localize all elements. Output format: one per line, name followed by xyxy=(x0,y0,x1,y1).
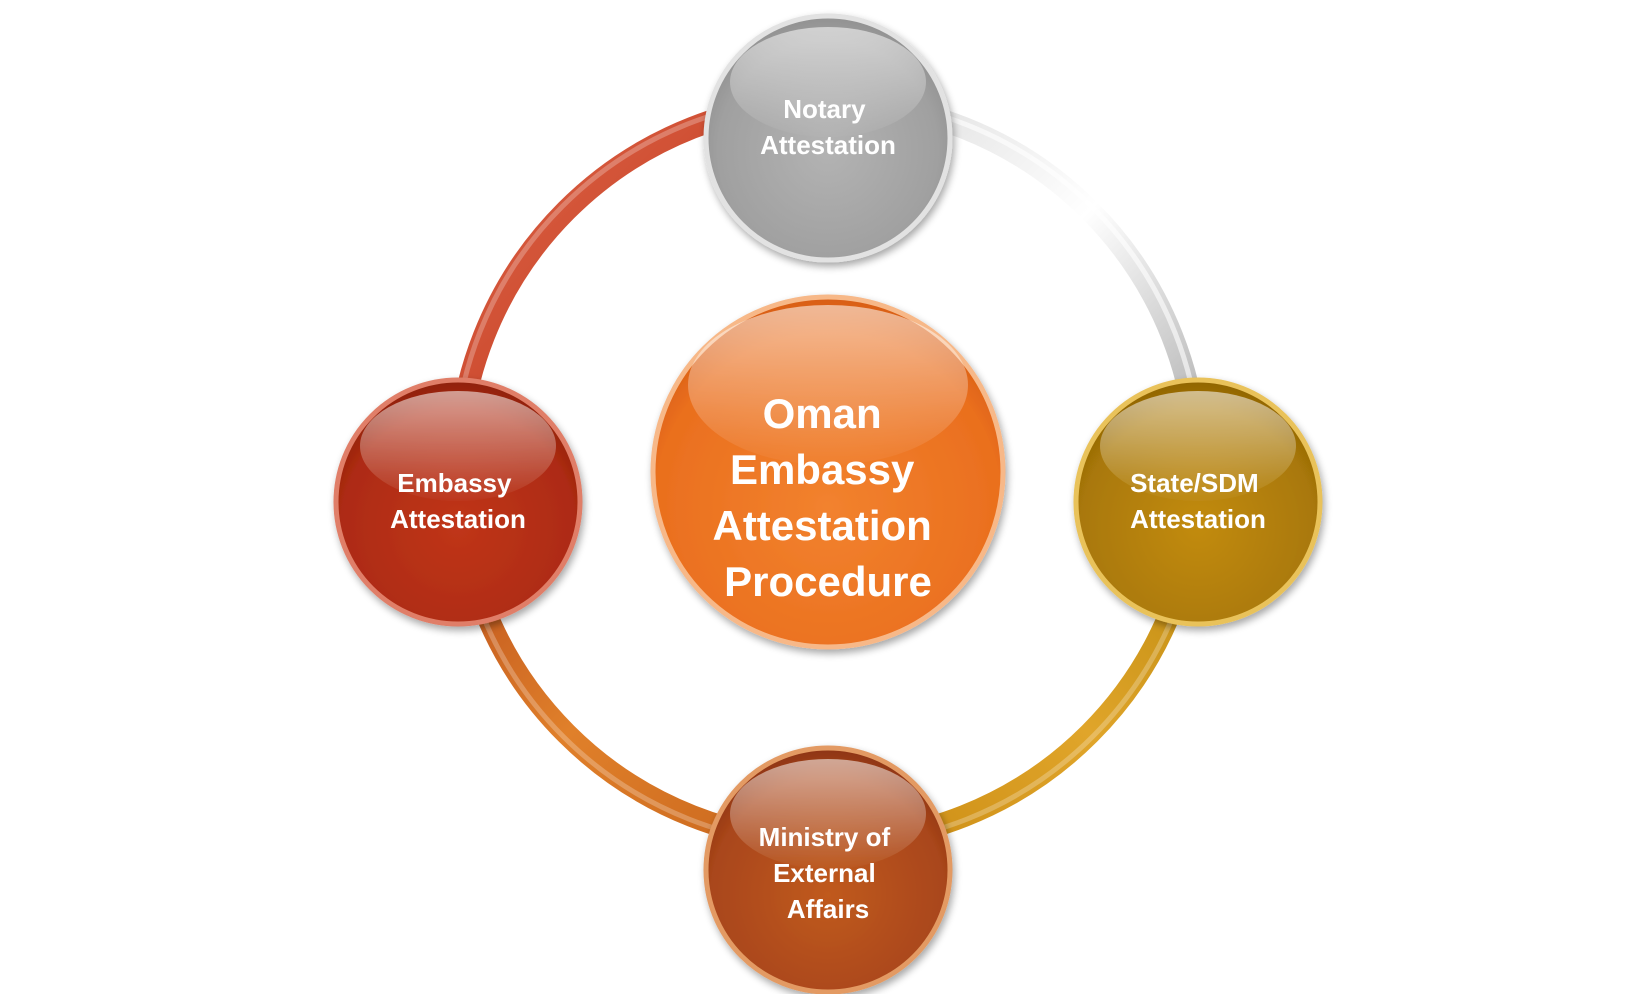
node-notary-line-1: Notary xyxy=(783,94,866,124)
node-notary-label: Notary Attestation xyxy=(760,94,896,160)
node-state-sdm-line-1: State/SDM xyxy=(1130,468,1259,498)
node-state-sdm-line-2: Attestation xyxy=(1130,504,1266,534)
center-title-line-3: Attestation xyxy=(712,502,931,549)
node-notary-attestation xyxy=(703,13,953,263)
center-title-line-1: Oman xyxy=(763,390,882,437)
node-notary-line-2: Attestation xyxy=(760,130,896,160)
node-ministry-external-affairs xyxy=(703,745,953,994)
node-mea-label: Ministry of External Affairs xyxy=(759,822,898,924)
node-embassy-line-2: Attestation xyxy=(390,504,526,534)
node-state-sdm-attestation xyxy=(1073,377,1323,627)
node-embassy-line-1: Embassy xyxy=(397,468,512,498)
node-state-sdm-label: State/SDM Attestation xyxy=(1130,468,1266,534)
center-node xyxy=(650,294,1006,650)
center-title-line-2: Embassy xyxy=(730,446,915,493)
node-embassy-label: Embassy Attestation xyxy=(390,468,526,534)
center-title-line-4: Procedure xyxy=(724,558,932,605)
node-embassy-attestation xyxy=(333,377,583,627)
node-mea-line-1: Ministry of xyxy=(759,822,891,852)
center-title: Oman Embassy Attestation Procedure xyxy=(712,390,943,605)
node-mea-line-2: External xyxy=(773,858,876,888)
node-mea-line-3: Affairs xyxy=(787,894,869,924)
